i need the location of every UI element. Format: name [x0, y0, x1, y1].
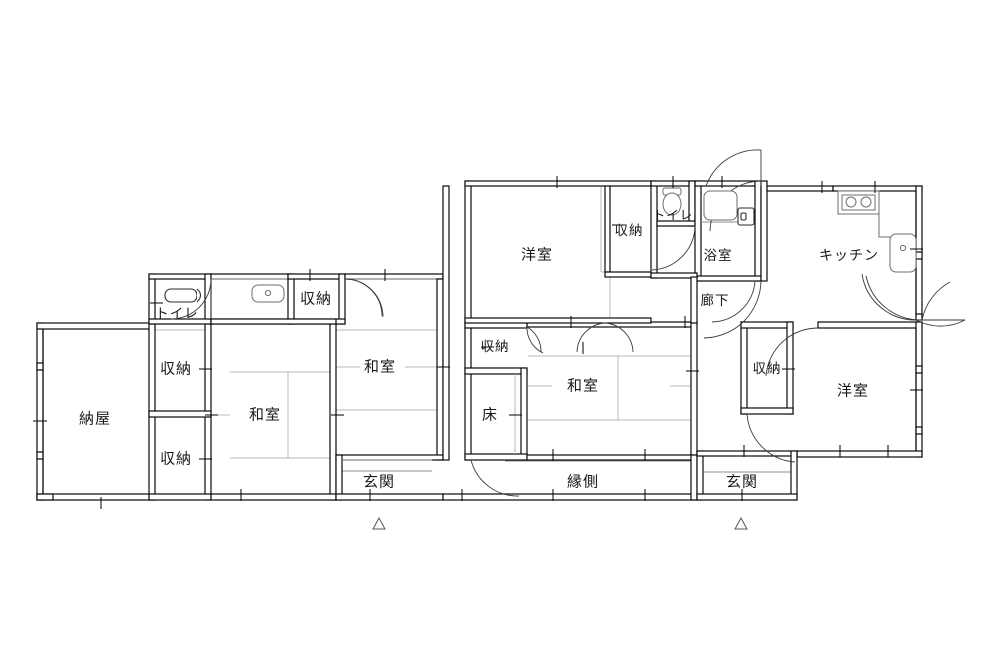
kitchen-sink-fixture — [889, 233, 917, 273]
fixtures-layer — [164, 187, 917, 303]
room-label-toko: 床 — [482, 406, 498, 424]
room-labels-layer: 納屋 収納 収納 トイレ 収納 和室 和室 玄関 収納 床 和室 縁側 洋室 収… — [79, 208, 879, 491]
room-label-toilet-upper: トイレ — [653, 208, 694, 223]
bath-sink-fixture — [737, 207, 755, 226]
room-label-naya: 納屋 — [79, 410, 111, 428]
cooktop-fixture — [837, 190, 895, 238]
toilet-fixture-upper — [662, 187, 682, 216]
room-label-genkan-2: 玄関 — [726, 473, 758, 491]
room-label-kitchen: キッチン — [819, 248, 879, 264]
dimension-ticks — [33, 176, 923, 509]
room-label-bathroom: 浴室 — [704, 247, 733, 264]
entrance-triangle-marker-left — [372, 516, 386, 530]
room-label-closet-l2: 収納 — [160, 450, 192, 468]
room-label-closet-upper: 収納 — [615, 223, 644, 239]
room-label-engawa: 縁側 — [567, 473, 599, 491]
toilet-fixture-left — [164, 288, 202, 303]
room-label-toilet-left: トイレ — [155, 306, 199, 322]
room-label-yoshitsu-2: 洋室 — [837, 382, 869, 400]
bathtub-fixture — [703, 190, 738, 221]
room-label-yoshitsu-1: 洋室 — [521, 246, 553, 264]
entrance-triangle-marker-right — [734, 516, 748, 530]
room-label-washitsu-2: 和室 — [364, 358, 396, 376]
room-label-closet-l1: 収納 — [160, 360, 192, 378]
room-label-closet-right: 収納 — [753, 361, 782, 377]
room-label-genkan-1: 玄関 — [363, 473, 395, 491]
room-label-closet-mid: 収納 — [481, 339, 510, 355]
room-label-corridor: 廊下 — [701, 292, 730, 309]
room-label-washitsu-1: 和室 — [249, 406, 281, 424]
entrance-markers-layer — [372, 516, 748, 530]
washbasin-fixture — [251, 284, 285, 303]
room-label-closet-top: 収納 — [300, 290, 332, 308]
room-label-washitsu-3: 和室 — [567, 377, 599, 395]
